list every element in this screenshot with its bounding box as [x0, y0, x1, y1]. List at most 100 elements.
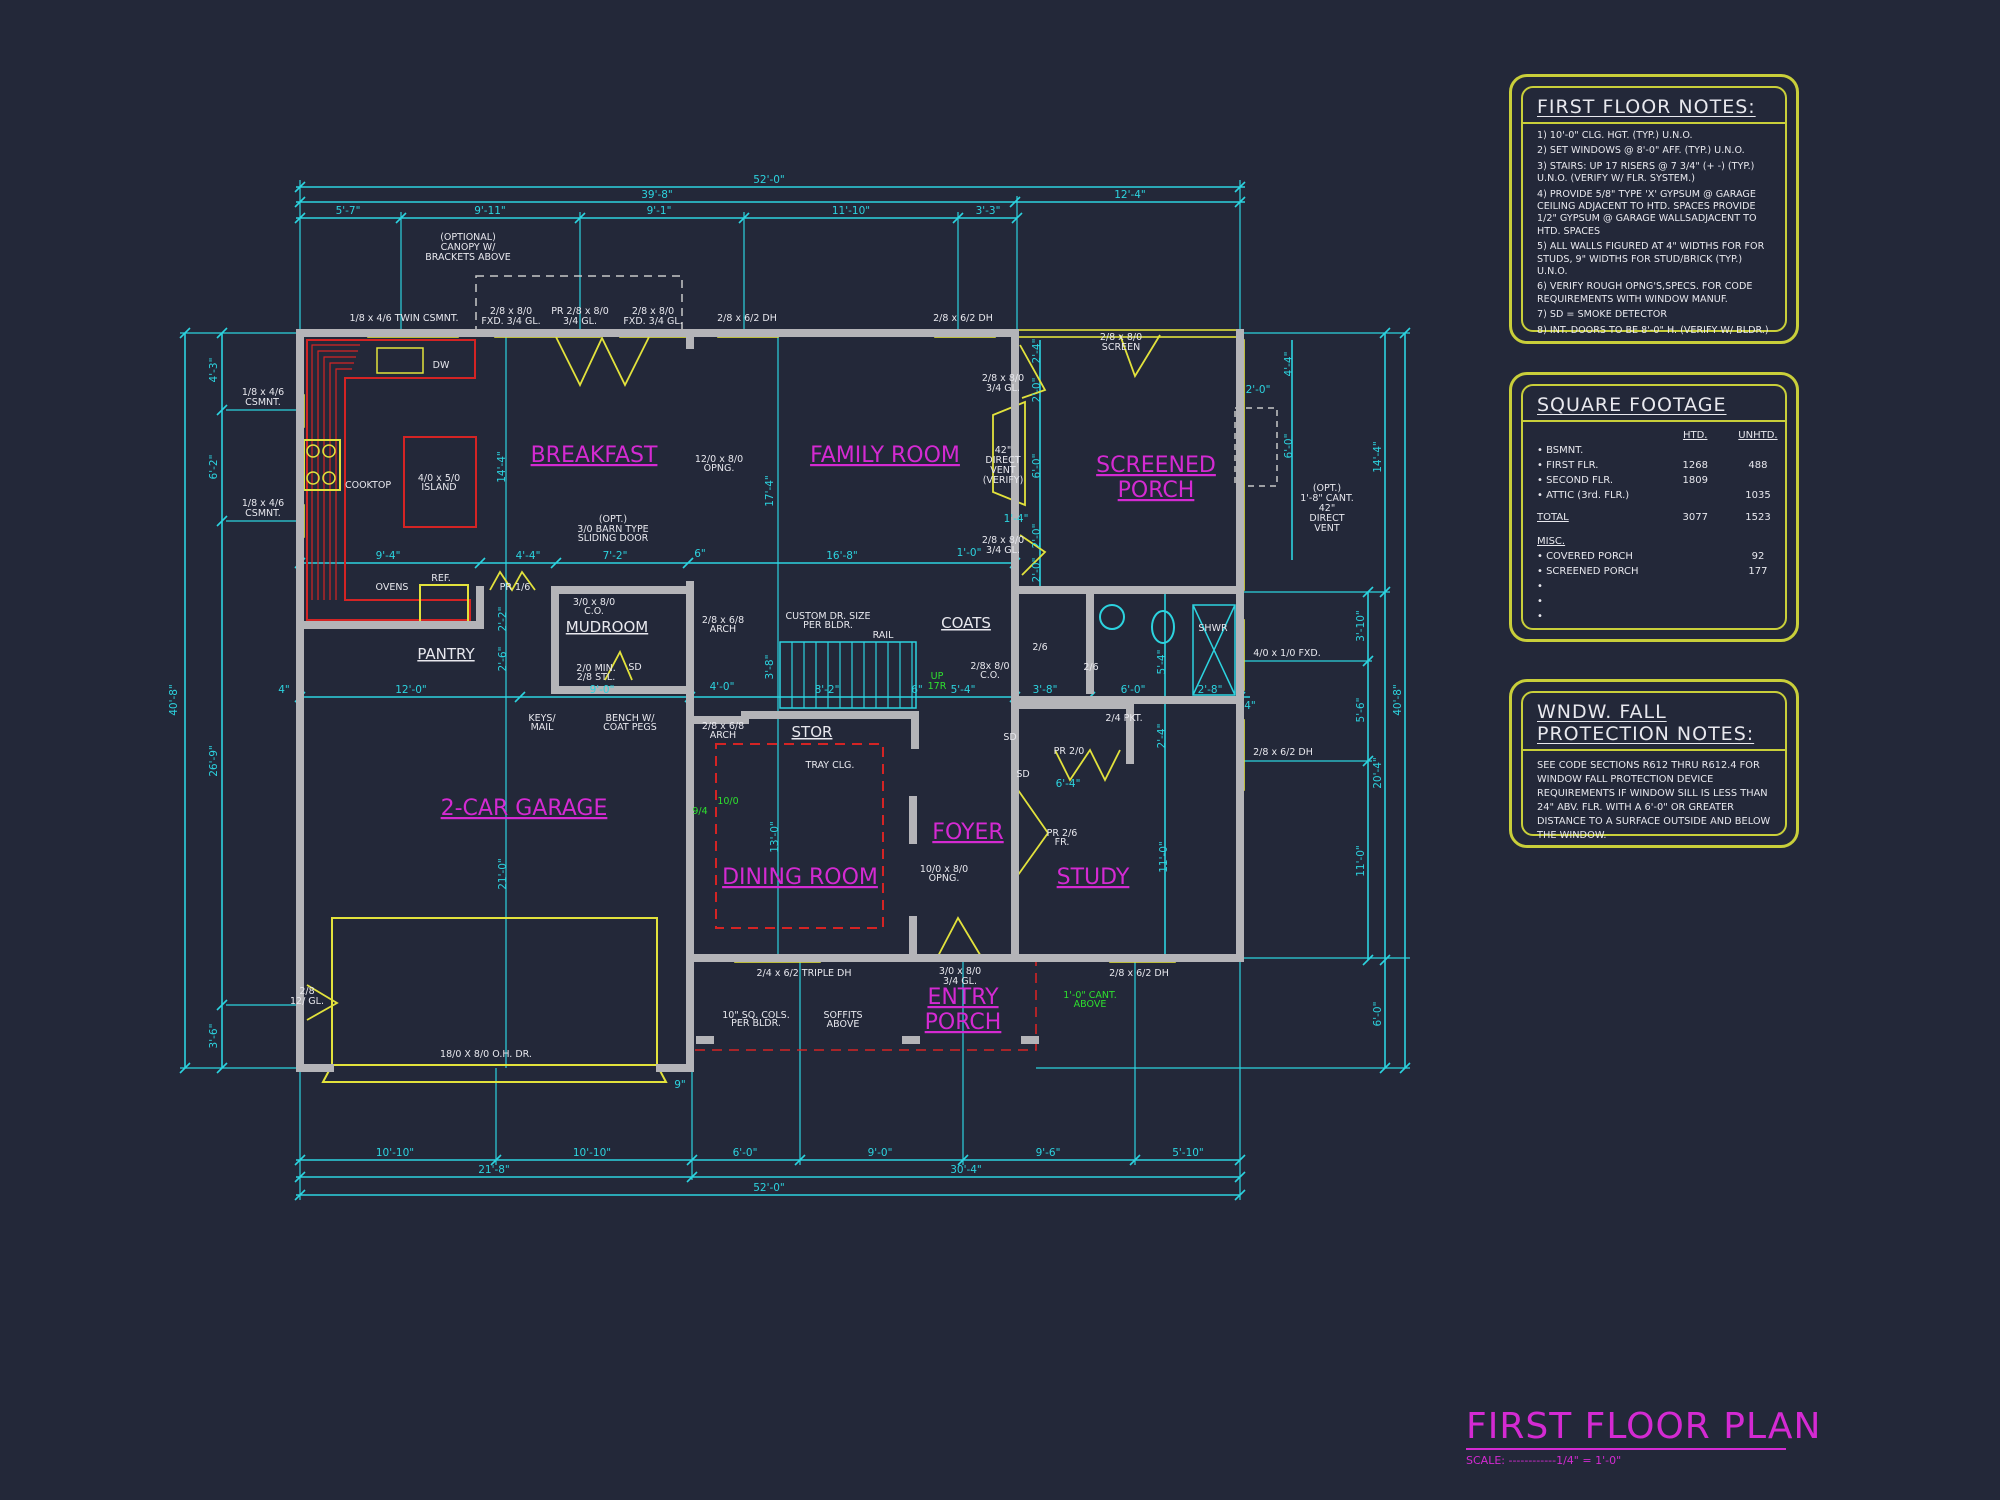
dimension-label: 5'-10"	[1172, 1147, 1204, 1159]
plan-annotation: OPNG.	[929, 873, 960, 884]
dimension-label: 9'-0"	[868, 1147, 893, 1159]
dimension-label: 16'-8"	[826, 550, 858, 562]
dimension-label: 30'-4"	[950, 1164, 982, 1176]
plan-annotation: SD	[628, 662, 641, 673]
plan-annotation: 12/ GL.	[290, 996, 324, 1007]
plan-annotation: VENT	[1314, 523, 1340, 534]
plan-annotation: CANOPY W/	[441, 242, 496, 253]
plan-annotation: SOFFITS	[823, 1010, 862, 1021]
plan-annotation: 2/8 x 6/2 DH	[717, 313, 777, 324]
plan-annotation: SD	[1003, 732, 1016, 743]
dimension-tick	[1009, 196, 1021, 208]
plan-annotation: CSMNT.	[245, 508, 281, 519]
drawing-title: FIRST FLOOR PLAN	[1466, 1406, 1820, 1450]
fall-protection-heading: WNDW. FALL PROTECTION NOTES:	[1523, 693, 1785, 751]
dimension-label: 4'-4"	[1283, 352, 1295, 377]
dimension-label: 21'-8"	[478, 1164, 510, 1176]
plan-annotation: (OPT.)	[1313, 483, 1341, 494]
dimension-label: 4'-4"	[516, 550, 541, 562]
dimension-tick	[1379, 954, 1391, 966]
note-item: 4) PROVIDE 5/8" TYPE 'X' GYPSUM @ GARAGE…	[1537, 188, 1757, 237]
plan-annotation: 2/8 x 8/0	[490, 306, 532, 317]
dimension-label: 14'-4"	[496, 451, 508, 483]
plan-annotation: 10" SQ. COLS.	[722, 1010, 789, 1021]
dimension-label: 5'-4"	[951, 684, 976, 696]
shower-icon	[1192, 604, 1236, 696]
plan-annotation: BRACKETS ABOVE	[425, 252, 510, 263]
burner-icon	[306, 444, 320, 458]
plan-annotation: VENT	[990, 465, 1016, 476]
dimension-label: 40'-8"	[168, 684, 180, 716]
dimension-label: 6"	[694, 548, 706, 560]
dimension-tick	[216, 999, 228, 1011]
plan-annotation: (OPTIONAL)	[440, 232, 496, 243]
plan-annotation: 2/0 MIN.	[576, 663, 615, 674]
dimension-label: 2'-4"	[1156, 724, 1168, 749]
door-swing[interactable]	[306, 984, 339, 1021]
dimension-label: 5'-6"	[1355, 698, 1367, 723]
counter-hatch	[311, 344, 360, 600]
door-swing[interactable]	[1054, 748, 1121, 783]
dimension-label: 3'-8"	[1033, 684, 1058, 696]
counter-hatch	[335, 368, 352, 600]
plan-note-green: 17R	[928, 681, 947, 692]
plan-annotation: COOKTOP	[345, 480, 391, 491]
plan-annotation: ARCH	[710, 730, 736, 741]
plan-annotation: PR 2/0	[1054, 746, 1085, 757]
table-row: • BSMNT.	[1537, 445, 1584, 456]
door-swing[interactable]	[1017, 789, 1050, 876]
table-row: •	[1537, 596, 1543, 607]
plan-annotation: OVENS	[376, 582, 409, 593]
plan-annotation: CSMNT.	[245, 397, 281, 408]
door-swing[interactable]	[1019, 344, 1047, 399]
note-item: 8) INT. DOORS TO BE 8'-0" H. (VERIFY W/ …	[1537, 324, 1769, 336]
door-swing[interactable]	[935, 916, 984, 959]
room-label: BREAKFAST	[531, 443, 658, 468]
plan-annotation: C.O.	[584, 606, 604, 617]
dimension-label: 13'-0"	[769, 821, 781, 853]
plan-annotation: 12/0 x 8/0	[695, 454, 743, 465]
door-swing[interactable]	[554, 334, 651, 388]
plan-annotation: 3/4 GL.	[986, 545, 1020, 556]
dimension-label: 6'-0"	[733, 1147, 758, 1159]
space-label: MUDROOM	[566, 618, 648, 636]
plan-annotation: 2/6	[1083, 662, 1098, 673]
table-row: •	[1537, 581, 1543, 592]
dimension-label: 6'-2"	[208, 455, 220, 480]
plan-annotation: 2/8x 8/0	[970, 661, 1009, 672]
space-label: STOR	[792, 723, 833, 741]
kitchen-sink	[376, 347, 424, 374]
plan-annotation: PR 2/8 x 8/0	[551, 306, 609, 317]
plan-note-green: UP	[931, 671, 944, 682]
dimension-label: 6'-0"	[1121, 684, 1146, 696]
plan-annotation: 4/0 x 1/0 FXD.	[1253, 648, 1321, 659]
door-swing[interactable]	[489, 570, 536, 592]
first-floor-notes-list: 1) 10'-0" CLG. HGT. (TYP.) U.N.O. 2) SET…	[1523, 130, 1785, 337]
plan-annotation: RAIL	[873, 630, 895, 641]
plan-annotation: 2/8 x 8/0	[1100, 332, 1142, 343]
plan-annotation: 3/4 GL.	[986, 383, 1020, 394]
plan-annotation: 2/8	[299, 986, 314, 997]
dimension-label: 4"	[1244, 700, 1256, 712]
dimension-label: 9'-1"	[647, 205, 672, 217]
door-swing[interactable]	[1019, 534, 1047, 576]
door-swing[interactable]	[604, 649, 633, 681]
plan-annotation: 18/0 X 8/0 O.H. DR.	[440, 1049, 532, 1060]
dimension-label: 2'-6"	[497, 647, 509, 672]
note-item: 7) SD = SMOKE DETECTOR	[1537, 309, 1667, 321]
dimension-label: 12'-4"	[1114, 189, 1146, 201]
door-swing[interactable]	[1119, 334, 1161, 379]
plan-annotation: CUSTOM DR. SIZE	[785, 611, 870, 622]
dimension-label: 17'-4"	[764, 475, 776, 507]
dimension-label: 6'-0"	[1283, 434, 1295, 459]
dimension-label: 6"	[911, 684, 923, 696]
plan-annotation: 3/4 GL.	[563, 316, 597, 327]
plan-note-green: 9/4	[692, 806, 707, 817]
plan-annotation: 2/8 x 6/2 DH	[933, 313, 993, 324]
plan-annotation: 2/8 x 6/2 DH	[1253, 747, 1313, 758]
staircase[interactable]	[779, 641, 917, 709]
space-label: PANTRY	[417, 645, 475, 663]
